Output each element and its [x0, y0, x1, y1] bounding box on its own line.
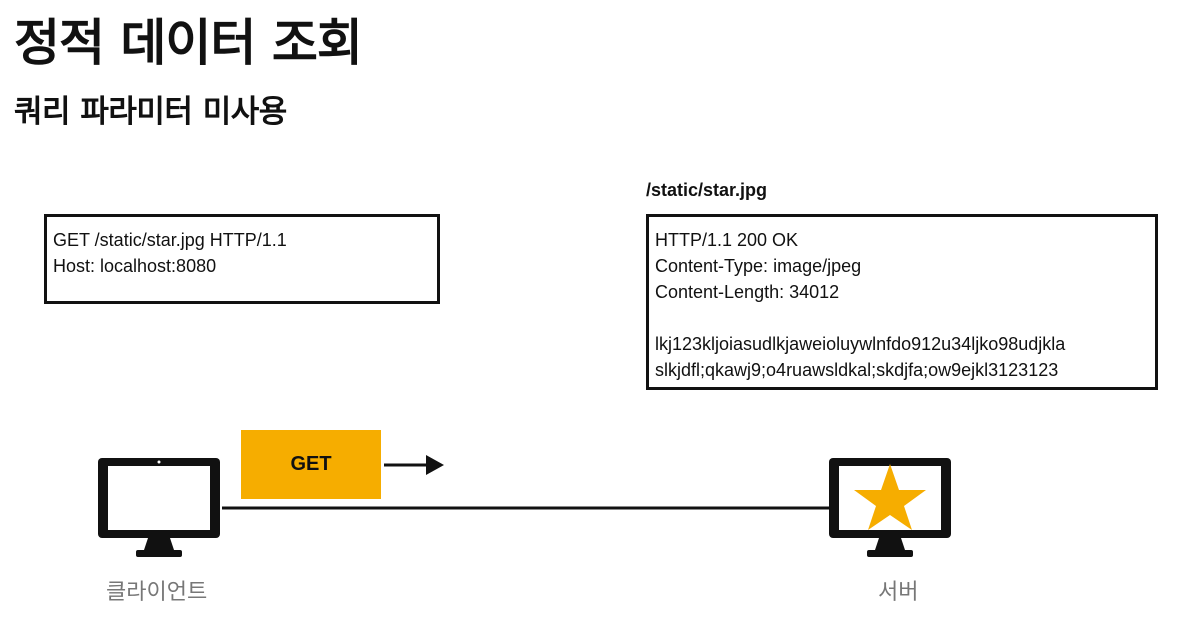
- network-connection-line: [222, 506, 830, 510]
- request-message-box: GET /static/star.jpg HTTP/1.1 Host: loca…: [44, 214, 440, 304]
- response-blank-line: [655, 305, 1149, 331]
- response-resource-path: /static/star.jpg: [646, 180, 768, 200]
- http-method-badge: GET: [241, 430, 381, 499]
- http-method-label: GET: [290, 453, 332, 475]
- response-content-length: Content-Length: 34012: [655, 282, 840, 302]
- page-subtitle: 쿼리 파라미터 미사용: [14, 94, 287, 130]
- star-icon: [854, 464, 926, 530]
- response-body-line-2: slkjdfl;qkawj9;o4ruawsldkal;skdjfa;ow9ej…: [655, 360, 1059, 380]
- server-label: 서버: [878, 580, 919, 605]
- client-label: 클라이언트: [106, 580, 208, 605]
- response-content-type: Content-Type: image/jpeg: [655, 256, 862, 276]
- request-line: GET /static/star.jpg HTTP/1.1: [53, 230, 287, 250]
- request-host-header: Host: localhost:8080: [53, 256, 217, 276]
- page-title: 정적 데이터 조회: [14, 14, 363, 72]
- server-monitor-icon: [829, 458, 951, 557]
- response-message-box: HTTP/1.1 200 OK Content-Type: image/jpeg…: [646, 214, 1158, 390]
- response-status-line: HTTP/1.1 200 OK: [655, 230, 799, 250]
- response-body-line-1: lkj123kljoiasudlkjaweioluywlnfdo912u34lj…: [655, 334, 1066, 354]
- request-arrow-icon: [384, 455, 444, 475]
- client-monitor-icon: [98, 458, 220, 557]
